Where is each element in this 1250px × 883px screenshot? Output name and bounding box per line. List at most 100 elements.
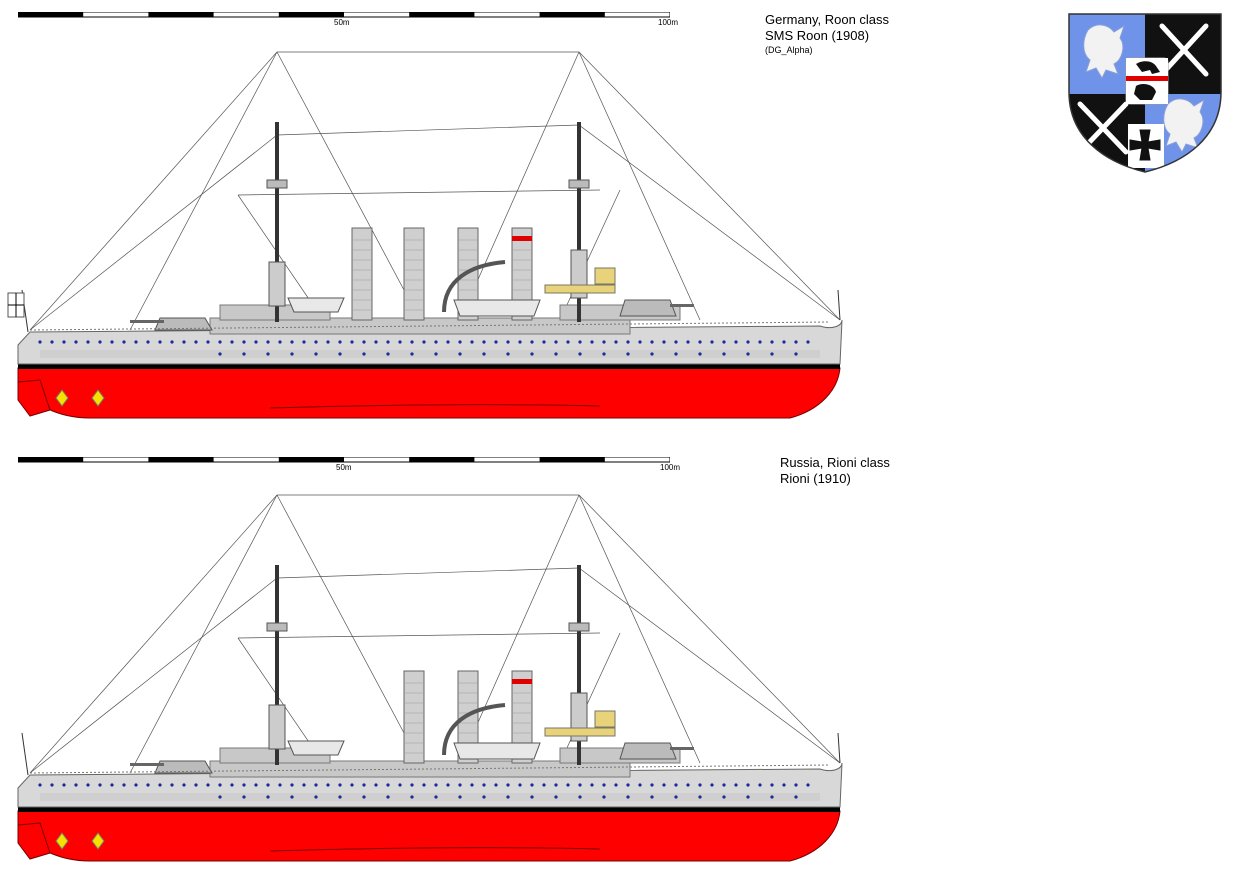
porthole [542, 340, 546, 344]
propeller-icon [55, 832, 69, 850]
porthole [134, 783, 138, 787]
porthole [218, 795, 222, 799]
porthole [446, 340, 450, 344]
porthole [410, 795, 414, 799]
rigging-line [276, 51, 421, 321]
porthole [554, 340, 558, 344]
porthole [782, 783, 786, 787]
porthole [494, 783, 498, 787]
porthole [50, 783, 54, 787]
porthole [338, 783, 342, 787]
main-top [568, 179, 590, 189]
porthole [458, 795, 462, 799]
rigging-line [459, 51, 580, 321]
porthole [374, 340, 378, 344]
porthole [62, 783, 66, 787]
porthole [806, 340, 810, 344]
porthole [326, 783, 330, 787]
jackstaff [837, 289, 841, 321]
rigging-line [578, 567, 841, 764]
porthole [134, 340, 138, 344]
porthole [782, 340, 786, 344]
bridge-top [594, 267, 616, 285]
porthole [278, 340, 282, 344]
scale-label-end: 100m [658, 18, 679, 27]
porthole [158, 783, 162, 787]
porthole [794, 352, 798, 356]
plate-roon: 50m 100m Germany, Roon class SMS Roon (1… [0, 0, 1250, 440]
porthole [86, 340, 90, 344]
main-mast [577, 122, 581, 322]
porthole [626, 783, 630, 787]
forward-gun [130, 320, 164, 323]
porthole [506, 795, 510, 799]
porthole [722, 795, 726, 799]
rigging-line [29, 51, 278, 331]
porthole [482, 352, 486, 356]
rigging-line [559, 632, 621, 764]
porthole [254, 340, 258, 344]
propeller-icon [91, 389, 105, 407]
porthole [770, 352, 774, 356]
porthole [398, 783, 402, 787]
hull-band [40, 350, 820, 358]
porthole [422, 783, 426, 787]
porthole [746, 352, 750, 356]
porthole [458, 783, 462, 787]
porthole [266, 340, 270, 344]
porthole [482, 783, 486, 787]
porthole [626, 352, 630, 356]
porthole [746, 783, 750, 787]
boat-crane [442, 703, 506, 756]
porthole [434, 783, 438, 787]
porthole [794, 795, 798, 799]
porthole [602, 340, 606, 344]
porthole [518, 783, 522, 787]
porthole [578, 783, 582, 787]
porthole [674, 795, 678, 799]
porthole [746, 340, 750, 344]
porthole [146, 783, 150, 787]
rigging-line [237, 189, 601, 196]
porthole [554, 352, 558, 356]
boat [287, 297, 345, 313]
porthole [302, 340, 306, 344]
porthole [434, 352, 438, 356]
porthole [314, 795, 318, 799]
bridge [544, 284, 616, 294]
porthole [38, 340, 42, 344]
porthole [650, 795, 654, 799]
porthole [530, 795, 534, 799]
porthole [662, 340, 666, 344]
boat [453, 299, 541, 317]
rigging-line [578, 124, 841, 321]
bridge [544, 727, 616, 737]
boot-topping [18, 807, 840, 812]
main-mast [577, 565, 581, 765]
rigging-line [276, 124, 580, 136]
porthole [602, 783, 606, 787]
porthole [146, 340, 150, 344]
porthole [566, 340, 570, 344]
porthole [602, 795, 606, 799]
caption-ship-name: Rioni (1910) [780, 471, 851, 486]
porthole [242, 795, 246, 799]
porthole [302, 783, 306, 787]
rigging-line [459, 494, 580, 764]
porthole [734, 783, 738, 787]
porthole [722, 352, 726, 356]
propeller-icon [91, 832, 105, 850]
rigging-line [129, 494, 278, 774]
porthole [242, 352, 246, 356]
porthole [710, 340, 714, 344]
porthole [674, 783, 678, 787]
caption-ship-name: SMS Roon (1908) [765, 28, 870, 43]
porthole [338, 795, 342, 799]
porthole [326, 340, 330, 344]
fore-mast-base [268, 261, 286, 307]
porthole [110, 783, 114, 787]
porthole [338, 340, 342, 344]
porthole [698, 795, 702, 799]
porthole [794, 783, 798, 787]
porthole [482, 795, 486, 799]
